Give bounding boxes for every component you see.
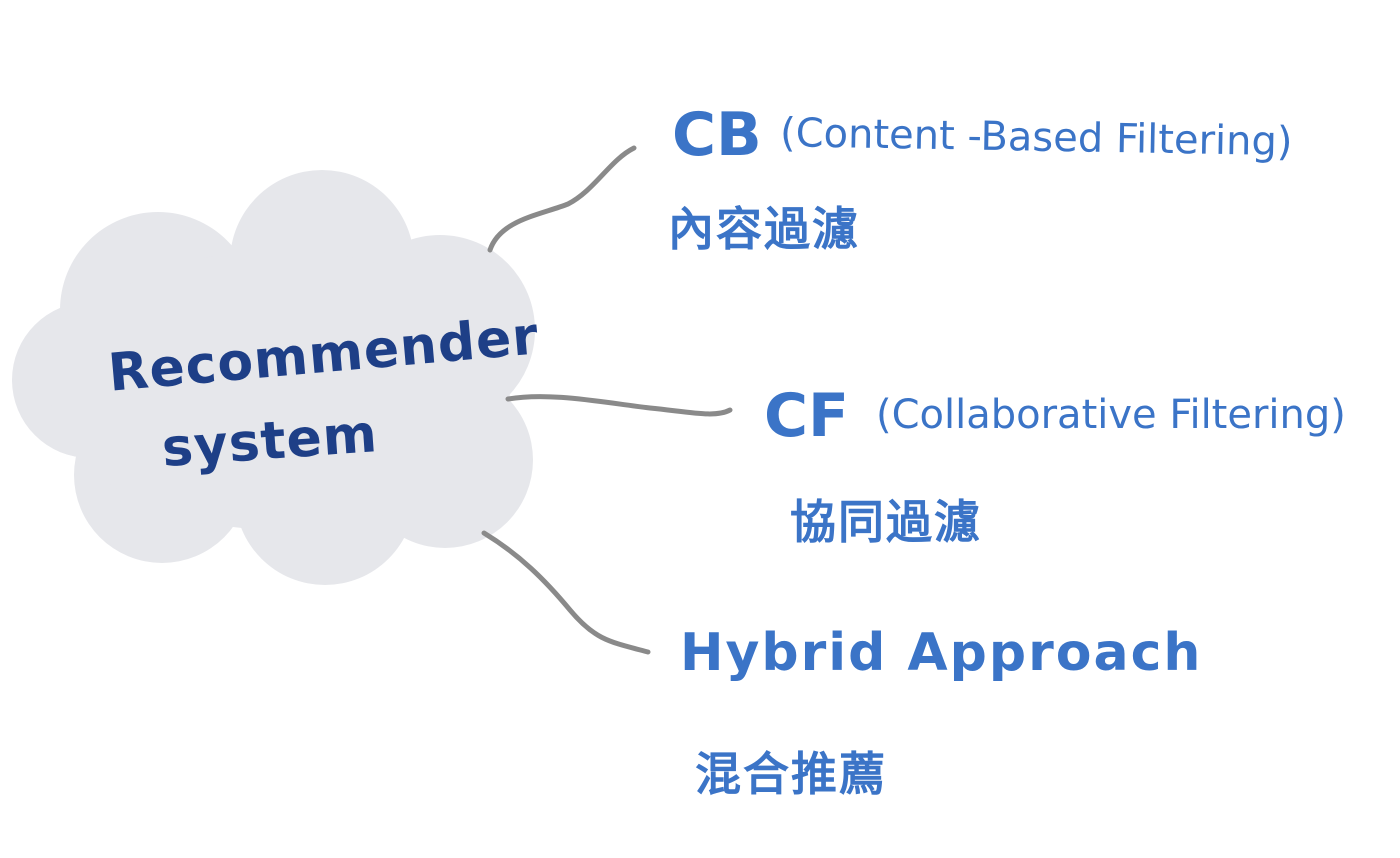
branch-cf-fullname: (Collaborative Filtering) (876, 392, 1346, 438)
root-cloud (12, 170, 535, 585)
branch-cf-abbr: CF (764, 381, 849, 451)
connector-cb (487, 145, 637, 253)
branch-hybrid-chinese: 混合推薦 (695, 747, 887, 801)
connector-cf (505, 394, 733, 417)
connector-hybrid (481, 530, 651, 655)
branch-hybrid-title: Hybrid Approach (680, 623, 1202, 683)
branch-cf-chinese: 協同過濾 (790, 495, 982, 549)
branch-cb-chinese: 內容過濾 (668, 202, 860, 256)
branch-cb-abbr: CB (672, 100, 762, 170)
branch-cb-fullname: (Content -Based Filtering) (780, 110, 1293, 165)
